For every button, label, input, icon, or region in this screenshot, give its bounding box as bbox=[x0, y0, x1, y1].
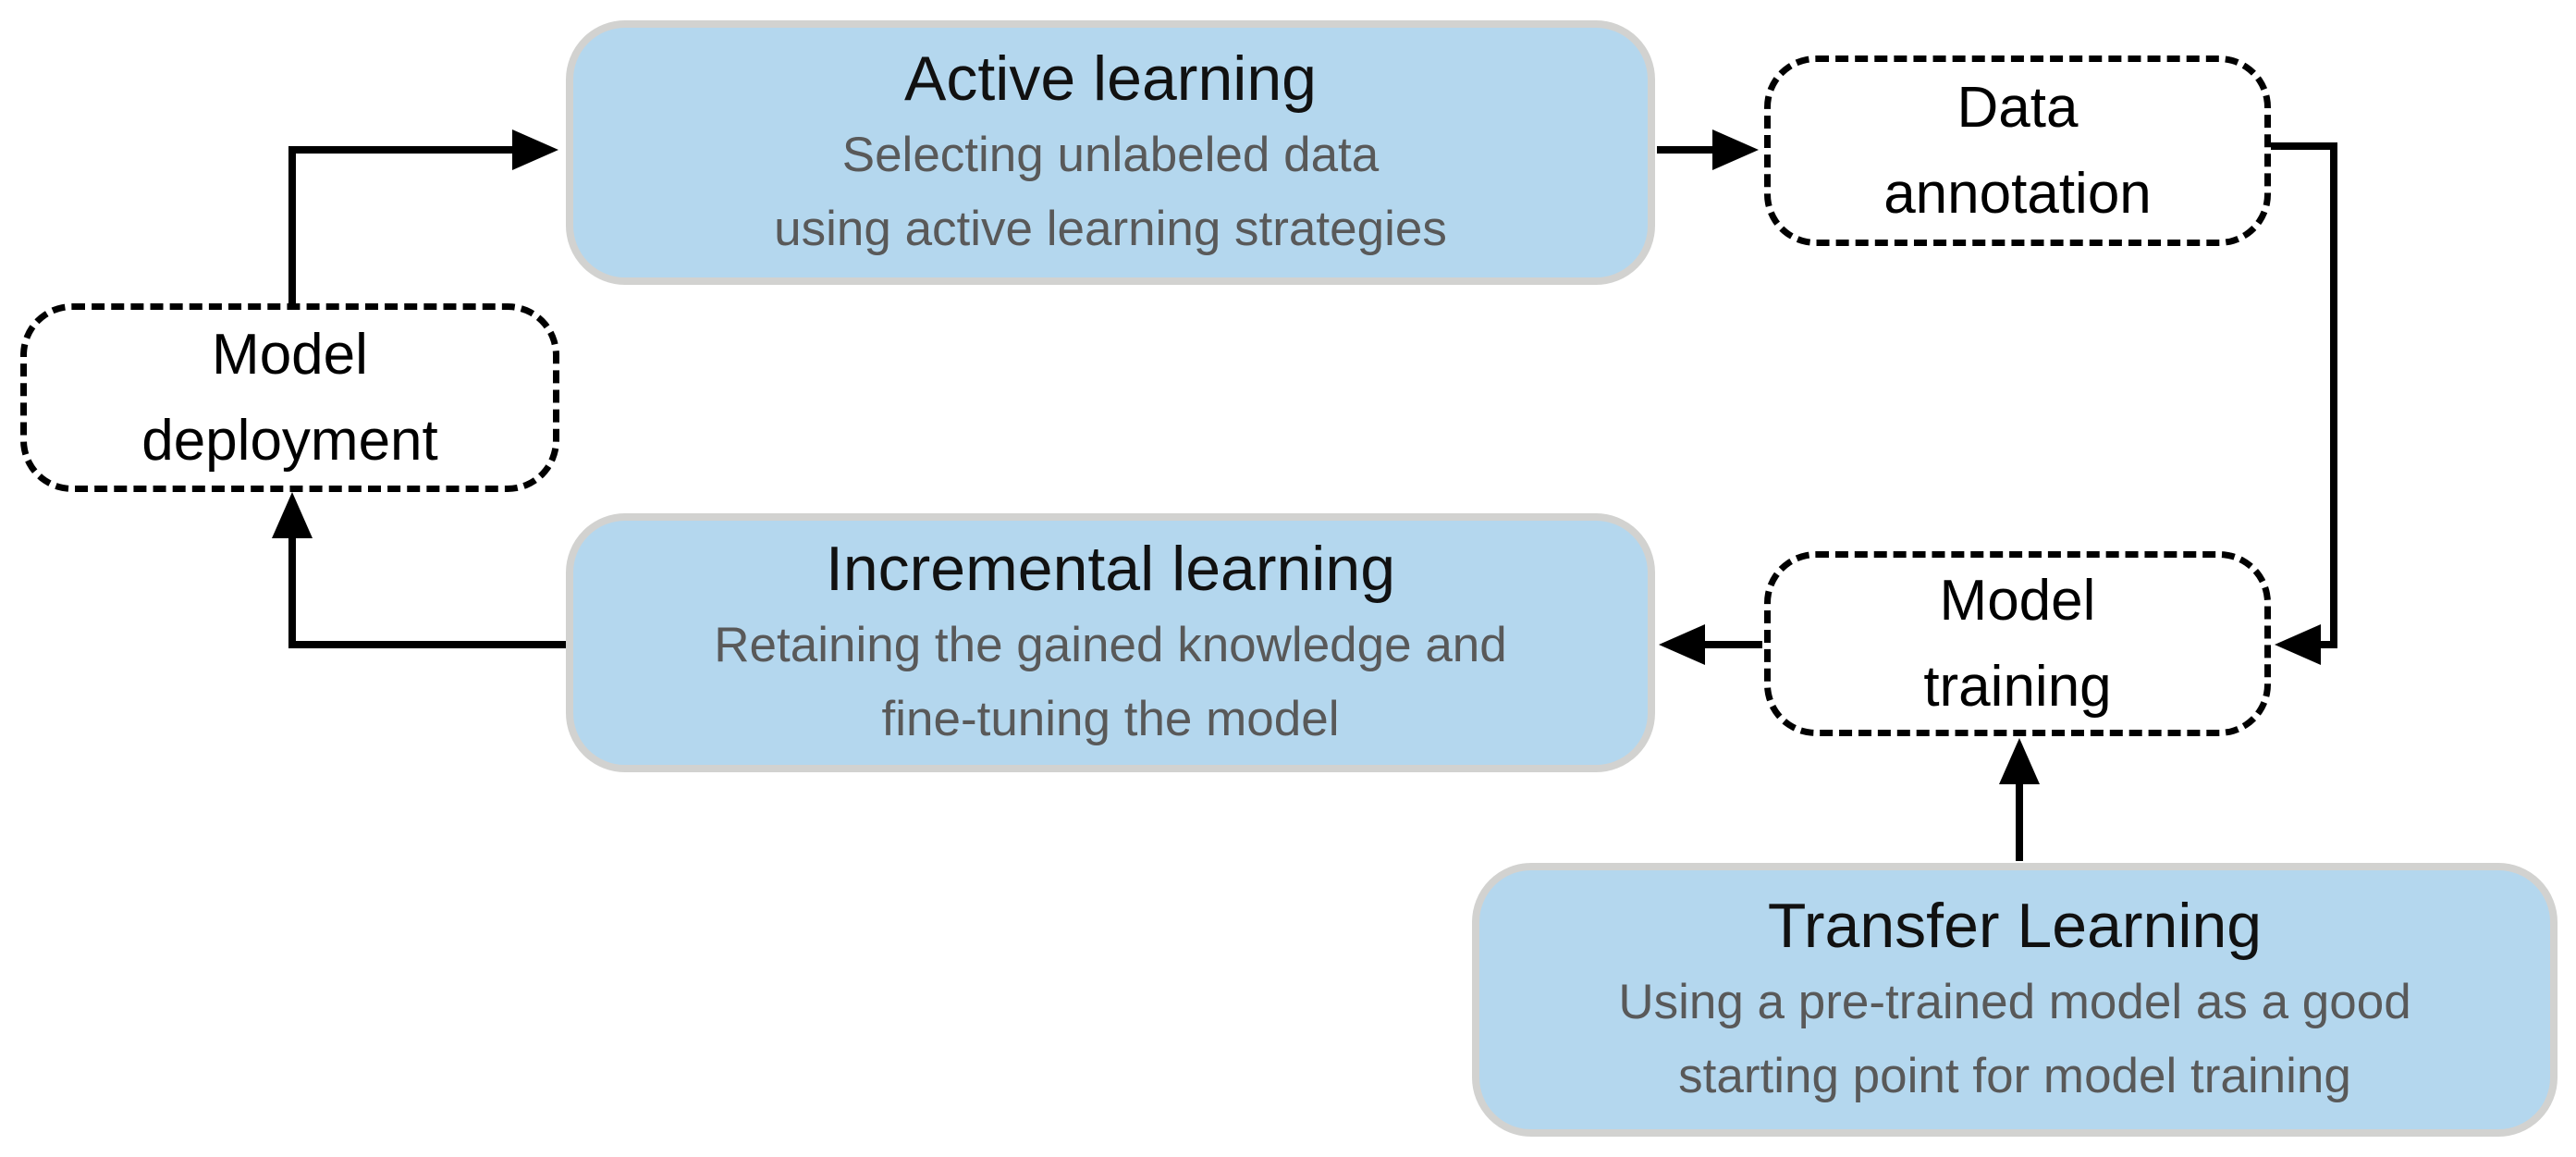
arrowhead-up-icon bbox=[1999, 738, 2040, 784]
node-transfer-learning: Transfer Learning Using a pre-trained mo… bbox=[1472, 863, 2558, 1137]
node-title: Incremental learning bbox=[825, 534, 1396, 604]
arrowhead-left-icon bbox=[2275, 624, 2321, 665]
arrowhead-up-icon bbox=[272, 492, 313, 538]
node-active-learning: Active learning Selecting unlabeled data… bbox=[566, 20, 1655, 285]
connector-incremental-to-deployment bbox=[272, 492, 568, 648]
node-data-annotation: Data annotation bbox=[1764, 55, 2271, 246]
node-subtitle: Selecting unlabeled data using active le… bbox=[774, 128, 1447, 256]
connector-training-to-incremental bbox=[1659, 624, 1762, 665]
node-subtitle: Retaining the gained knowledge and fine-… bbox=[714, 618, 1507, 746]
node-label: Model training bbox=[1923, 569, 2112, 719]
node-model-training: Model training bbox=[1764, 551, 2271, 736]
node-title: Transfer Learning bbox=[1767, 891, 2263, 961]
arrowhead-right-icon bbox=[512, 129, 558, 170]
arrowhead-right-icon bbox=[1712, 129, 1759, 170]
connector-transfer-to-training bbox=[1999, 738, 2040, 861]
arrowhead-left-icon bbox=[1659, 624, 1705, 665]
node-label: Model deployment bbox=[141, 323, 438, 473]
connector-active-to-annotation bbox=[1657, 129, 1759, 170]
connector-annotation-to-training bbox=[2271, 142, 2337, 665]
node-model-deployment: Model deployment bbox=[20, 303, 559, 492]
node-incremental-learning: Incremental learning Retaining the gaine… bbox=[566, 513, 1655, 772]
node-subtitle: Using a pre-trained model as a good star… bbox=[1618, 975, 2411, 1103]
node-title: Active learning bbox=[903, 43, 1318, 114]
node-label: Data annotation bbox=[1883, 76, 2152, 226]
connector-deployment-to-active bbox=[288, 129, 558, 305]
